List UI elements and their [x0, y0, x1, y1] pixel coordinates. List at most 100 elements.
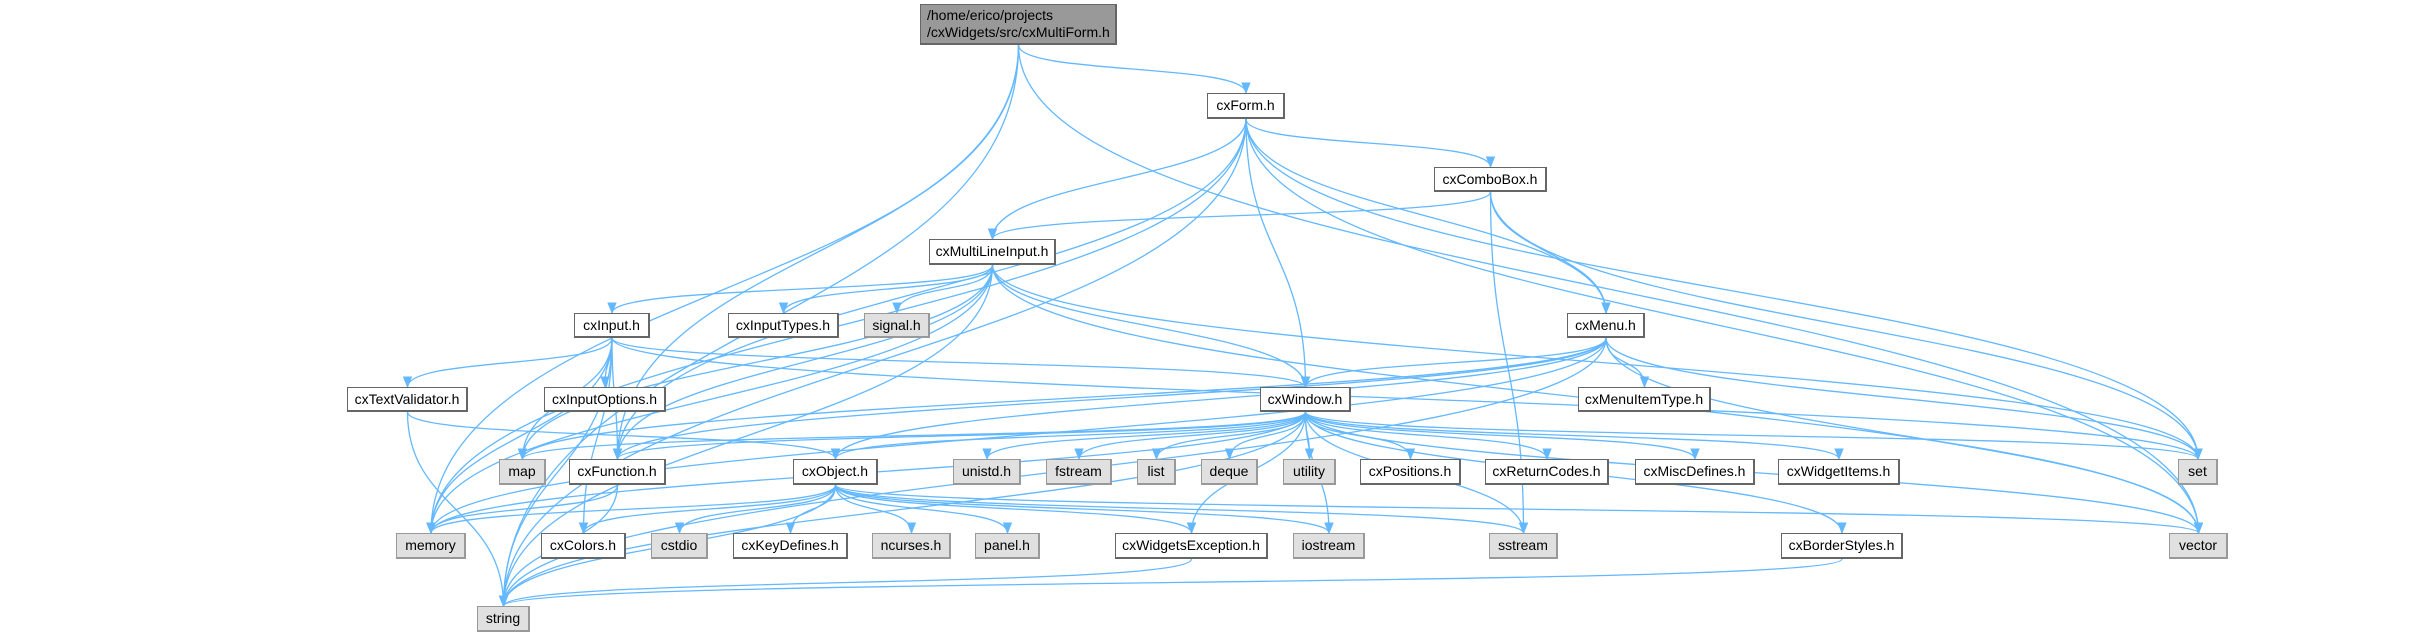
node-cstdio[interactable]: cstdio	[651, 533, 708, 559]
node-label: map	[508, 463, 536, 479]
edge-cxInput-to-cxTextValidator	[402, 337, 613, 389]
node-list[interactable]: list	[1137, 459, 1176, 485]
node-cxPositions[interactable]: cxPositions.h	[1360, 459, 1461, 485]
node-label: ncurses.h	[880, 537, 942, 553]
edge-cxWindow-to-cxWidgetItems	[1304, 411, 1844, 461]
edge-cxForm-to-cxMultiLineInput	[987, 118, 1247, 241]
node-cxInput[interactable]: cxInput.h	[574, 313, 650, 338]
edge-main-to-cxForm	[1017, 44, 1251, 95]
node-cxReturnCodes[interactable]: cxReturnCodes.h	[1485, 459, 1609, 485]
edge-cxObject-to-vector	[834, 484, 2203, 535]
node-unistd[interactable]: unistd.h	[953, 459, 1021, 485]
node-label: cxWidgetsException.h	[1122, 537, 1260, 553]
node-label: cxMenu.h	[1575, 316, 1636, 333]
node-vector[interactable]: vector	[2169, 533, 2228, 559]
node-label: signal.h	[872, 316, 921, 333]
node-label: memory	[405, 537, 456, 553]
node-fstream[interactable]: fstream	[1046, 459, 1112, 485]
node-label: cxComboBox.h	[1442, 170, 1538, 187]
node-label: /home/erico/projects /cxWidgets/src/cxMu…	[927, 7, 1110, 40]
node-utility[interactable]: utility	[1283, 459, 1336, 485]
node-label: cxTextValidator.h	[354, 390, 460, 407]
node-label: cxFunction.h	[577, 463, 657, 479]
edge-cxWindow-to-string	[498, 411, 1307, 608]
node-cxWindow[interactable]: cxWindow.h	[1260, 387, 1351, 412]
node-cxInputOptions[interactable]: cxInputOptions.h	[544, 387, 666, 412]
node-cxInputTypes[interactable]: cxInputTypes.h	[728, 313, 839, 338]
node-label: cxReturnCodes.h	[1492, 463, 1601, 479]
edge-cxMultiLineInput-to-memory	[426, 264, 994, 535]
edge-cxForm-to-set	[1245, 118, 2203, 461]
node-cxKeyDefines[interactable]: cxKeyDefines.h	[733, 533, 848, 559]
node-cxColors[interactable]: cxColors.h	[541, 533, 626, 559]
node-cxTextValidator[interactable]: cxTextValidator.h	[347, 387, 468, 412]
edge-cxFunction-to-memory	[426, 484, 619, 535]
edge-cxComboBox-to-cxMenu	[1489, 191, 1611, 315]
node-set[interactable]: set	[2178, 459, 2218, 485]
node-map[interactable]: map	[499, 459, 546, 485]
edge-cxObject-to-sstream	[834, 484, 1528, 535]
edge-cxMenu-to-map	[518, 337, 1607, 461]
node-string[interactable]: string	[477, 606, 530, 632]
edge-cxComboBox-to-set	[1489, 191, 2203, 461]
node-label: cxMenuItemType.h	[1584, 390, 1704, 407]
node-cxMenuItemType[interactable]: cxMenuItemType.h	[1578, 387, 1711, 412]
node-cxFunction[interactable]: cxFunction.h	[569, 459, 666, 485]
node-ncurses[interactable]: ncurses.h	[872, 533, 951, 559]
edge-cxForm-to-cxWindow	[1245, 118, 1311, 389]
edge-main-to-cxFunction	[612, 44, 1020, 461]
edge-cxWidgetsException-to-string	[499, 558, 1193, 608]
edge-cxForm-to-vector	[1245, 118, 2204, 535]
edge-cxInput-to-memory	[426, 337, 613, 535]
node-main[interactable]: /home/erico/projects /cxWidgets/src/cxMu…	[920, 4, 1117, 45]
node-cxObject[interactable]: cxObject.h	[793, 459, 878, 485]
edge-cxMultiLineInput-to-cxFunction	[612, 264, 994, 461]
edge-cxMenu-to-cxFunction	[612, 337, 1607, 461]
edge-cxBorderStyles-to-string	[499, 558, 1843, 608]
node-cxWidgetsException[interactable]: cxWidgetsException.h	[1115, 533, 1268, 559]
edge-cxMultiLineInput-to-cxInput	[607, 264, 994, 315]
edge-cxWindow-to-cxMiscDefines	[1304, 411, 1700, 461]
edge-cxObject-to-cxColors	[578, 484, 837, 535]
edge-cxObject-to-panel	[834, 484, 1013, 535]
node-cxWidgetItems[interactable]: cxWidgetItems.h	[1778, 459, 1900, 485]
edge-cxWindow-to-cxReturnCodes	[1304, 411, 1552, 461]
node-label: cxInputOptions.h	[551, 390, 658, 407]
node-iostream[interactable]: iostream	[1293, 533, 1365, 559]
node-label: utility	[1293, 463, 1325, 479]
node-deque[interactable]: deque	[1201, 459, 1258, 485]
node-label: sstream	[1498, 537, 1548, 553]
edge-main-to-memory	[426, 44, 1020, 535]
node-sstream[interactable]: sstream	[1489, 533, 1558, 559]
edge-cxObject-to-cxWidgetsException	[834, 484, 1197, 535]
node-cxMultiLineInput[interactable]: cxMultiLineInput.h	[929, 239, 1056, 265]
node-label: cxPositions.h	[1368, 463, 1452, 479]
node-label: set	[2188, 463, 2207, 479]
edge-cxObject-to-ncurses	[834, 484, 917, 535]
node-cxMenu[interactable]: cxMenu.h	[1567, 313, 1645, 338]
node-cxForm[interactable]: cxForm.h	[1207, 93, 1285, 119]
edge-cxWindow-to-set	[1304, 411, 2203, 461]
edge-cxWindow-to-unistd	[982, 411, 1307, 461]
node-label: unistd.h	[961, 463, 1012, 479]
node-cxBorderStyles[interactable]: cxBorderStyles.h	[1781, 533, 1903, 559]
edge-cxInput-to-string	[498, 337, 613, 608]
edge-cxObject-to-cstdio	[674, 484, 837, 535]
node-label: cxKeyDefines.h	[741, 537, 839, 553]
node-label: cxInput.h	[583, 316, 640, 333]
node-label: fstream	[1055, 463, 1102, 479]
edge-cxForm-to-string	[498, 118, 1247, 608]
edge-cxMultiLineInput-to-set	[991, 264, 2203, 461]
node-label: list	[1147, 463, 1165, 479]
edge-cxMenu-to-cxWindow	[1300, 337, 1607, 389]
node-memory[interactable]: memory	[396, 533, 466, 559]
edge-cxWindow-to-cxFunction	[613, 411, 1307, 461]
edge-cxForm-to-cxComboBox	[1245, 118, 1496, 169]
node-cxMiscDefines[interactable]: cxMiscDefines.h	[1635, 459, 1755, 485]
node-panel[interactable]: panel.h	[975, 533, 1040, 559]
node-signal[interactable]: signal.h	[864, 313, 930, 338]
node-cxComboBox[interactable]: cxComboBox.h	[1434, 167, 1547, 192]
node-label: deque	[1209, 463, 1249, 479]
node-label: cxColors.h	[549, 537, 617, 553]
edge-cxMenu-to-set	[1605, 337, 2203, 461]
